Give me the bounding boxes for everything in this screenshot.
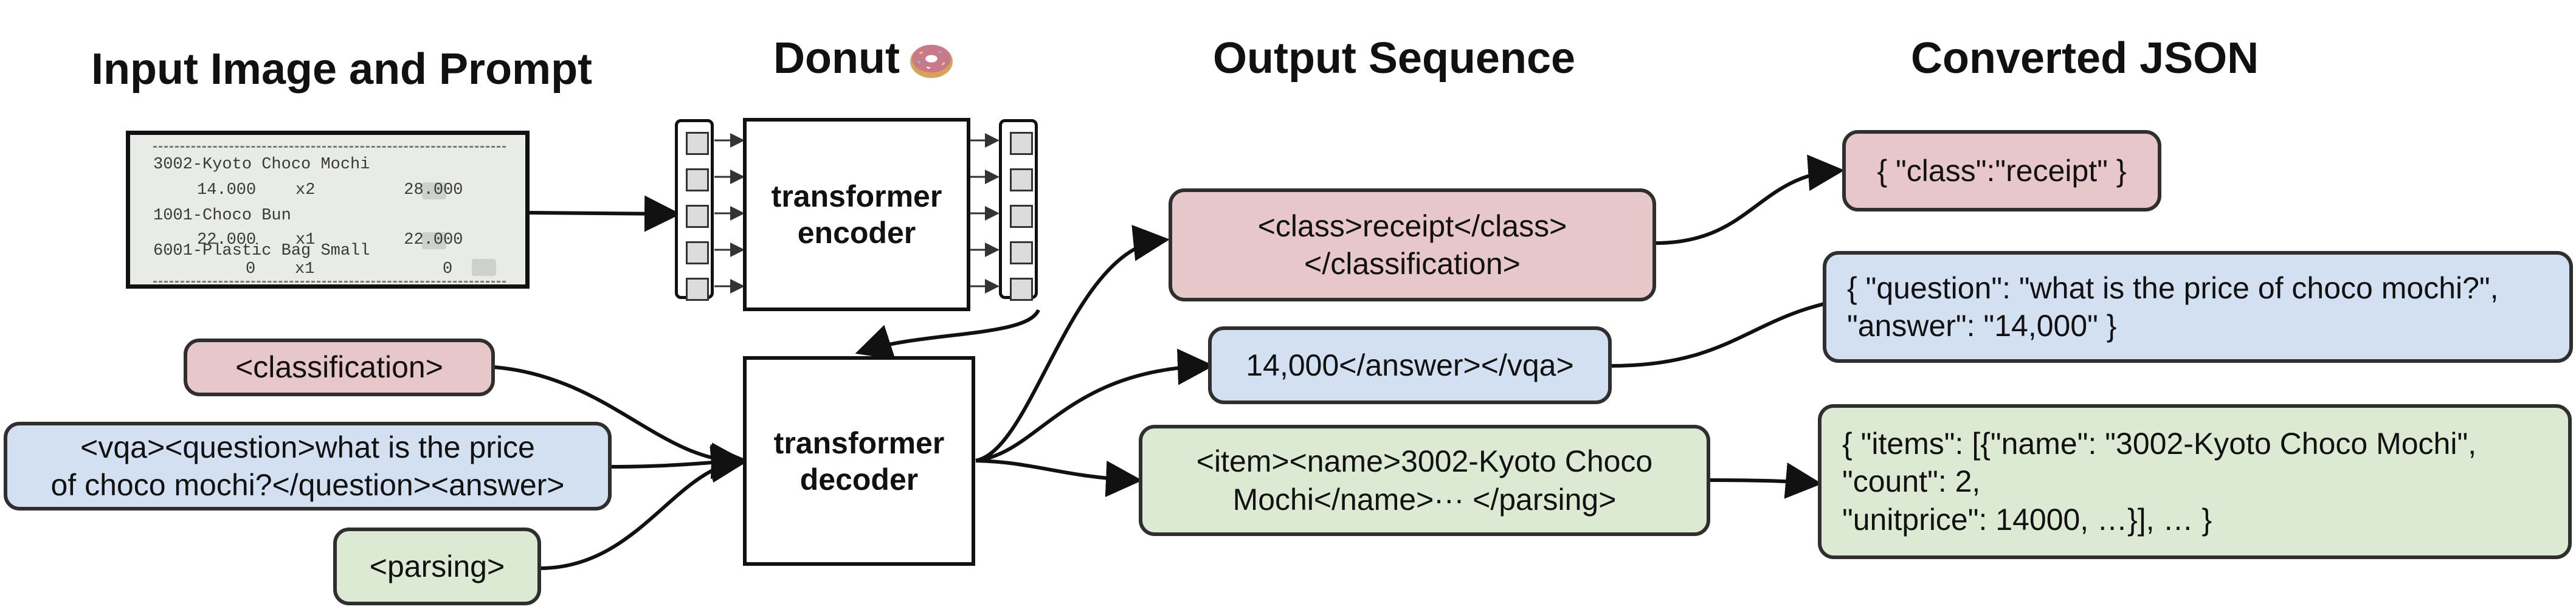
arrow-classification-to-json [1654, 154, 1845, 245]
json-vqa: { "question": "what is the price of choc… [1823, 251, 2573, 363]
arrow-parsing-prompt [539, 446, 748, 570]
receipt-smudge [472, 259, 496, 276]
donut-icon [910, 44, 953, 78]
transformer-encoder: transformer encoder [743, 118, 970, 311]
prompt-classification: <classification> [184, 339, 495, 396]
token [1010, 168, 1033, 191]
arrow-decoder-to-parsing [975, 459, 1142, 497]
output-parsing: <item><name>3002-Kyoto Choco Mochi</name… [1139, 425, 1710, 536]
receipt-line: 6001-Plastic Bag Small [153, 242, 370, 260]
json-classification: { "class":"receipt" } [1842, 130, 2161, 211]
token [686, 205, 709, 228]
receipt-rule-top [153, 146, 506, 148]
token [1010, 132, 1033, 155]
output-classification: <class>receipt</class> </classification> [1169, 188, 1656, 301]
receipt-smudge [422, 182, 446, 199]
arrow-encoder-to-decoder [855, 309, 1040, 360]
receipt-smudge [422, 232, 446, 249]
arrow-decoder-to-vqa [975, 348, 1214, 462]
token [686, 168, 709, 191]
receipt-line: 1001-Choco Bun [153, 207, 291, 225]
token [1010, 205, 1033, 228]
arrow-classification-prompt [493, 365, 748, 480]
prompt-vqa: <vqa><question>what is the price of choc… [4, 422, 612, 511]
receipt-line: 3002-Kyoto Choco Mochi [153, 156, 370, 174]
arrow-decoder-to-classification [975, 224, 1170, 462]
receipt-line: 0 x1 0 [246, 260, 453, 278]
token [686, 241, 709, 264]
prompt-parsing: <parsing> [333, 528, 541, 605]
token [1010, 278, 1033, 301]
receipt-line: 14.000 x2 28.000 [197, 181, 463, 199]
arrow-image-to-encoder [529, 195, 681, 232]
heading-model: Donut [773, 36, 955, 84]
receipt-line: 22.000 x1 22.000 [197, 231, 463, 249]
heading-input: Input Image and Prompt [91, 45, 593, 94]
heading-model-text: Donut [773, 34, 900, 83]
arrow-vqa-to-json [1611, 282, 1869, 368]
heading-json: Converted JSON [1911, 34, 2259, 83]
token [686, 278, 709, 301]
json-parsing: { "items": [{"name": "3002-Kyoto Choco M… [1818, 404, 2572, 559]
token [686, 132, 709, 155]
receipt-rule-bottom [153, 281, 506, 283]
arrow-parsing-to-json [1709, 462, 1822, 499]
output-vqa: 14,000</answer></vqa> [1208, 326, 1612, 404]
output-token-column [999, 119, 1038, 301]
input-token-column [675, 119, 714, 301]
token [1010, 241, 1033, 264]
transformer-decoder: transformer decoder [743, 356, 975, 566]
heading-output: Output Sequence [1213, 34, 1576, 83]
receipt-image: 3002-Kyoto Choco Mochi 14.000 x2 28.000 … [126, 131, 530, 289]
